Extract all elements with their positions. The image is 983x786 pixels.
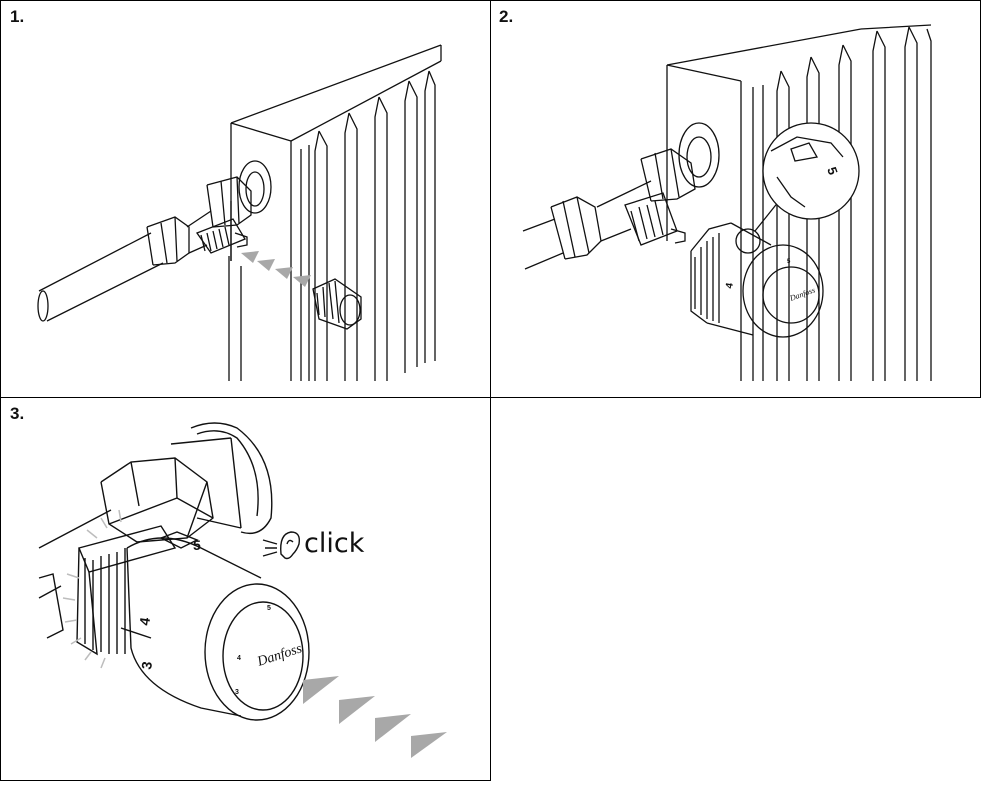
dial-mark-5-small: 5 bbox=[787, 259, 791, 265]
step-panel-3: 3. bbox=[0, 397, 491, 781]
motion-lines bbox=[62, 509, 122, 669]
valve-body bbox=[186, 176, 252, 254]
step1-illustration bbox=[37, 44, 442, 381]
radiator-inlet bbox=[678, 122, 720, 188]
dial-mark-5-top: 5 bbox=[193, 537, 201, 553]
thermostat-head: 5 4 3 5 4 3 Danfoss bbox=[120, 531, 310, 721]
step-number-3: 3. bbox=[10, 404, 25, 423]
dial-mark-3-front: 3 bbox=[235, 689, 239, 696]
valve-nut bbox=[100, 457, 214, 543]
logo: Danfoss bbox=[255, 641, 305, 670]
direction-arrows bbox=[241, 251, 311, 287]
sound-lines-icon bbox=[262, 539, 278, 557]
dial-mark-4-front: 4 bbox=[237, 655, 241, 662]
dial-mark-4: 4 bbox=[724, 282, 736, 290]
logo: Danfoss bbox=[788, 285, 817, 303]
protective-cap bbox=[312, 278, 362, 330]
step2-illustration: 4 5 Danfoss 5 bbox=[522, 24, 932, 381]
radiator bbox=[228, 44, 442, 381]
radiator bbox=[666, 24, 932, 381]
supply-pipe bbox=[38, 509, 112, 639]
valve-ring bbox=[76, 525, 177, 656]
dial-mark-4-side: 4 bbox=[136, 616, 153, 626]
arrow-triangle-icon bbox=[375, 714, 411, 742]
arrow-triangle-icon bbox=[293, 275, 311, 287]
thermostat-head: 4 5 Danfoss bbox=[690, 222, 824, 338]
dial-mark-3-side: 3 bbox=[138, 660, 155, 670]
arrow-triangle-icon bbox=[241, 251, 259, 263]
direction-arrows bbox=[303, 676, 447, 758]
arrow-triangle-icon bbox=[257, 259, 275, 271]
arrow-triangle-icon bbox=[303, 676, 339, 704]
radiator-inlet bbox=[190, 422, 273, 535]
step-panel-2: 2. bbox=[490, 0, 981, 398]
pipe-nut bbox=[550, 196, 602, 260]
dial-mark-5-front: 5 bbox=[267, 605, 271, 612]
zoom-callout: 5 bbox=[735, 122, 860, 254]
step3-illustration: 5 4 3 5 4 3 Danfoss bbox=[38, 422, 447, 758]
pipe-nut bbox=[146, 216, 190, 266]
step-number-1: 1. bbox=[10, 7, 25, 26]
arrow-triangle-icon bbox=[275, 267, 293, 279]
arrow-triangle-icon bbox=[411, 732, 447, 758]
arrow-triangle-icon bbox=[339, 696, 375, 724]
connector-pipe bbox=[170, 437, 242, 529]
ear-icon bbox=[280, 531, 301, 560]
supply-pipe bbox=[37, 232, 164, 322]
radiator-inlet bbox=[238, 160, 272, 214]
supply-pipe bbox=[522, 218, 564, 270]
step-panel-1: 1. bbox=[0, 0, 491, 398]
zoom-dial-mark-5: 5 bbox=[824, 165, 841, 177]
step-number-2: 2. bbox=[499, 7, 514, 26]
valve-body bbox=[596, 148, 696, 246]
click-label: click bbox=[304, 528, 365, 559]
